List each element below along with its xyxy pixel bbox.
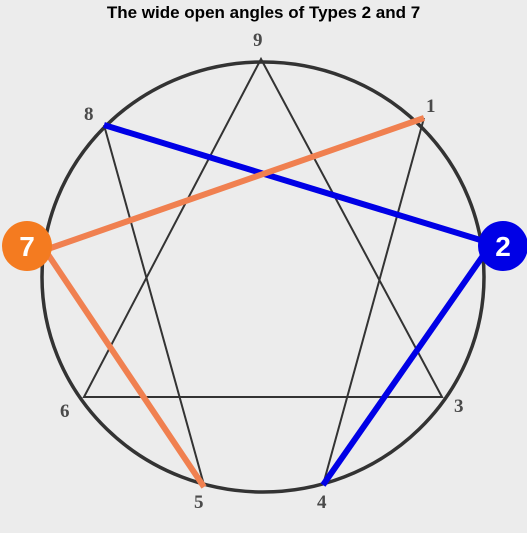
type-2-badge-label: 2 [495,231,511,262]
label-point-8: 8 [84,104,94,125]
line-8-5 [103,124,205,486]
label-point-3: 3 [454,396,464,417]
type-7-badge-label: 7 [19,231,35,262]
label-point-5: 5 [194,492,204,513]
type-7-badge [2,221,52,271]
diagram-title: The wide open angles of Types 2 and 7 [106,3,421,22]
triangle-9-3-6 [82,56,444,398]
line-2-8 [103,122,501,249]
line-1-4 [322,117,425,486]
line-7-5 [42,248,207,489]
line-7-1 [44,115,425,253]
label-point-4: 4 [317,492,327,513]
label-point-1: 1 [426,96,436,117]
label-point-9: 9 [253,30,263,51]
line-2-4 [320,248,490,487]
label-point-6: 6 [60,401,70,422]
type-2-badge [478,221,527,271]
